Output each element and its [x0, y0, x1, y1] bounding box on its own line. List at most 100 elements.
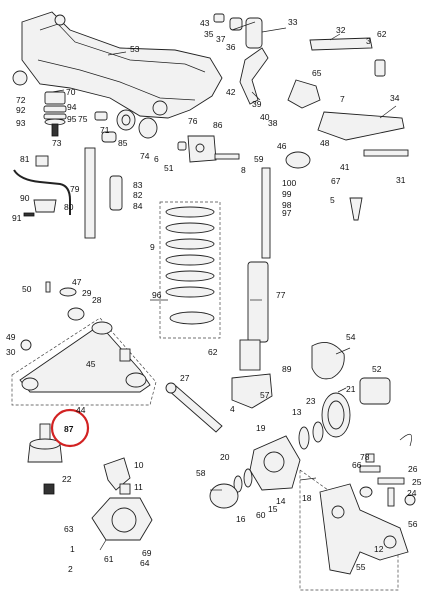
callout-label: 57 — [260, 390, 270, 400]
callout-label: 96 — [152, 290, 162, 300]
callout-label: 4 — [230, 404, 235, 414]
callout-label: 93 — [16, 118, 26, 128]
callout-label: 50 — [22, 284, 32, 294]
lower-wishbone — [11, 281, 157, 406]
callout-label: 11 — [134, 482, 143, 492]
callout-label: 30 — [6, 347, 16, 357]
callout-label: 69 — [142, 548, 152, 558]
callout-label: 63 — [64, 524, 74, 534]
callout-label: 72 — [16, 95, 26, 105]
highlight-circle — [50, 408, 90, 448]
callout-label: 61 — [104, 554, 114, 564]
steering-upright — [299, 469, 409, 591]
callout-label: 18 — [302, 493, 312, 503]
callout-label: 85 — [118, 138, 128, 148]
callout-label: 36 — [226, 42, 236, 52]
callout-label: 2 — [68, 564, 73, 574]
callout-label: 1 — [70, 544, 75, 554]
callout-label: 77 — [276, 290, 286, 300]
callout-label: 8 — [241, 165, 246, 175]
callout-label: 51 — [164, 163, 174, 173]
callout-label: 16 — [236, 514, 246, 524]
callout-label: 39 — [252, 99, 262, 109]
callout-label: 65 — [312, 68, 322, 78]
callout-label: 34 — [390, 93, 400, 103]
callout-label: 15 — [268, 504, 278, 514]
callout-label: 37 — [216, 34, 226, 44]
mount-stack — [43, 91, 67, 137]
callout-label: 95 — [67, 114, 77, 124]
callout-label: 73 — [52, 138, 62, 148]
callout-label: 22 — [62, 474, 72, 484]
callout-label: 62 — [377, 29, 387, 39]
callout-label: 40 — [260, 112, 270, 122]
callout-label: 24 — [407, 488, 417, 498]
callout-label: 7 — [340, 94, 345, 104]
callout-label: 53 — [130, 44, 140, 54]
callout-label: 20 — [220, 452, 230, 462]
callout-label: 43 — [200, 18, 210, 28]
callout-label: 97 — [282, 208, 292, 218]
upper-arms — [213, 13, 409, 221]
callout-label: 26 — [408, 464, 418, 474]
callout-label: 86 — [213, 120, 223, 130]
callout-label: 98 — [282, 200, 292, 210]
callout-label: 58 — [196, 468, 206, 478]
callout-label: 67 — [331, 176, 341, 186]
upright — [91, 373, 273, 541]
callout-label: 10 — [134, 460, 144, 470]
plate-86 — [177, 135, 240, 163]
callout-label: 47 — [72, 277, 82, 287]
callout-label: 56 — [408, 519, 418, 529]
callout-label: 49 — [6, 332, 16, 342]
callout-label: 74 — [140, 151, 150, 161]
callout-label: 55 — [356, 562, 366, 572]
callout-label: 38 — [268, 118, 278, 128]
callout-label: 99 — [282, 189, 292, 199]
callout-label: 59 — [254, 154, 264, 164]
callout-label: 87 — [64, 424, 74, 434]
callout-label: 66 — [352, 460, 362, 470]
callout-label: 46 — [277, 141, 287, 151]
callout-label: 79 — [70, 184, 80, 194]
ball-joint — [27, 423, 63, 495]
callout-label: 92 — [16, 105, 26, 115]
callout-label: 75 — [78, 114, 88, 124]
callout-label: 70 — [66, 87, 76, 97]
callout-label: 45 — [86, 359, 96, 369]
callout-label: 91 — [12, 213, 22, 223]
callout-label: 44 — [76, 405, 86, 415]
callout-label: 9 — [150, 242, 155, 252]
callout-label: 14 — [276, 496, 286, 506]
callout-label: 90 — [20, 193, 30, 203]
callout-label: 25 — [412, 477, 422, 487]
tie-rod — [165, 382, 223, 433]
callout-label: 6 — [154, 154, 159, 164]
callout-label: 94 — [67, 102, 77, 112]
callout-label: 3 — [366, 36, 371, 46]
callout-label: 33 — [288, 17, 298, 27]
callout-label: 29 — [82, 288, 92, 298]
callout-label: 31 — [396, 175, 406, 185]
hub-brake — [209, 341, 391, 509]
callout-label: 62 — [208, 347, 218, 357]
spring-damper — [159, 167, 271, 371]
callout-label: 78 — [360, 452, 370, 462]
callout-label: 52 — [372, 364, 382, 374]
leader-lines — [51, 21, 397, 551]
callout-label: 27 — [180, 373, 190, 383]
callout-label: 19 — [256, 423, 266, 433]
callout-label: 13 — [292, 407, 302, 417]
callout-label: 100 — [282, 178, 296, 188]
right-fasteners — [359, 433, 416, 507]
callout-label: 32 — [336, 25, 346, 35]
callout-label: 35 — [204, 29, 214, 39]
callout-label: 48 — [320, 138, 330, 148]
callout-label: 21 — [346, 384, 356, 394]
subframe — [12, 11, 223, 119]
anti-roll-bar — [13, 147, 123, 239]
callout-label: 5 — [330, 195, 335, 205]
callout-label: 82 — [133, 190, 143, 200]
